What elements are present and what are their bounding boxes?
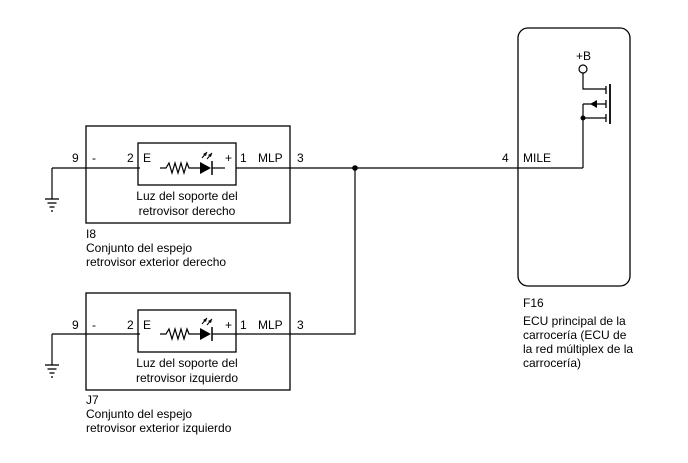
component-name-line2: retrovisor exterior derecho bbox=[86, 255, 226, 269]
led-icon bbox=[200, 317, 213, 341]
pin-4-label: 4 bbox=[502, 151, 509, 165]
supply-terminal-icon bbox=[578, 64, 588, 74]
ecu-name-line1: ECU principal de la bbox=[523, 314, 626, 328]
connector-id: I8 bbox=[86, 227, 96, 241]
connector-id: J7 bbox=[86, 393, 99, 407]
pin-2-label: 2 bbox=[127, 318, 134, 332]
led-icon bbox=[200, 151, 213, 175]
ecu-name-line3: la red múltiplex de la bbox=[523, 342, 633, 356]
ground-icon bbox=[45, 364, 59, 378]
e-label: E bbox=[143, 151, 151, 165]
supply-wire bbox=[582, 73, 606, 90]
ecu-name-line4: carrocería) bbox=[523, 356, 581, 370]
ecu-connector-id: F16 bbox=[523, 296, 544, 310]
pin-9-label: 9 bbox=[72, 318, 79, 332]
plus-label: + bbox=[225, 318, 232, 332]
ecu-box bbox=[517, 27, 631, 287]
link-wire bbox=[290, 168, 356, 335]
ecu-group: +B 4 MILE F16 ECU principal de la carroc… bbox=[502, 27, 633, 370]
pin-9-label: 9 bbox=[72, 151, 79, 165]
pin-2-label: 2 bbox=[127, 151, 134, 165]
lamp-label-line2: retrovisor derecho bbox=[139, 204, 236, 218]
pin-1-label: 1 bbox=[240, 151, 247, 165]
lamp-label-line2: retrovisor izquierdo bbox=[136, 371, 238, 385]
transistor-icon bbox=[583, 84, 611, 124]
e-label: E bbox=[143, 318, 151, 332]
supply-label: +B bbox=[576, 49, 591, 63]
component-name-line2: retrovisor exterior izquierdo bbox=[86, 421, 232, 435]
ground-sign-label: - bbox=[92, 151, 96, 165]
ground-sign-label: - bbox=[92, 318, 96, 332]
mirror-left-box bbox=[85, 292, 291, 391]
mlp-label: MLP bbox=[258, 318, 283, 332]
ecu-name-line2: carrocería (ECU de bbox=[523, 328, 627, 342]
lamp-left-box bbox=[137, 309, 237, 353]
pin-3-label: 3 bbox=[297, 151, 304, 165]
mlp-label: MLP bbox=[258, 151, 283, 165]
mirror-left-group: 9 - 2 E + 1 MLP 3 Luz del soporte del re… bbox=[45, 292, 304, 435]
lamp-right-box bbox=[137, 142, 237, 186]
lamp-label-line1: Luz del soporte del bbox=[136, 356, 237, 370]
resistor-icon bbox=[160, 326, 200, 342]
lamp-label-line1: Luz del soporte del bbox=[136, 189, 237, 203]
mirror-right-box bbox=[85, 125, 291, 224]
plus-label: + bbox=[225, 151, 232, 165]
resistor-icon bbox=[160, 160, 200, 176]
pin-3-label: 3 bbox=[297, 318, 304, 332]
ground-icon bbox=[45, 198, 59, 212]
pin-1-label: 1 bbox=[240, 318, 247, 332]
component-name-line1: Conjunto del espejo bbox=[86, 407, 192, 421]
mile-label: MILE bbox=[523, 151, 551, 165]
mirror-right-group: 9 - 2 E + 1 MLP 3 Luz del soporte del re… bbox=[45, 125, 583, 269]
component-name-line1: Conjunto del espejo bbox=[86, 241, 192, 255]
